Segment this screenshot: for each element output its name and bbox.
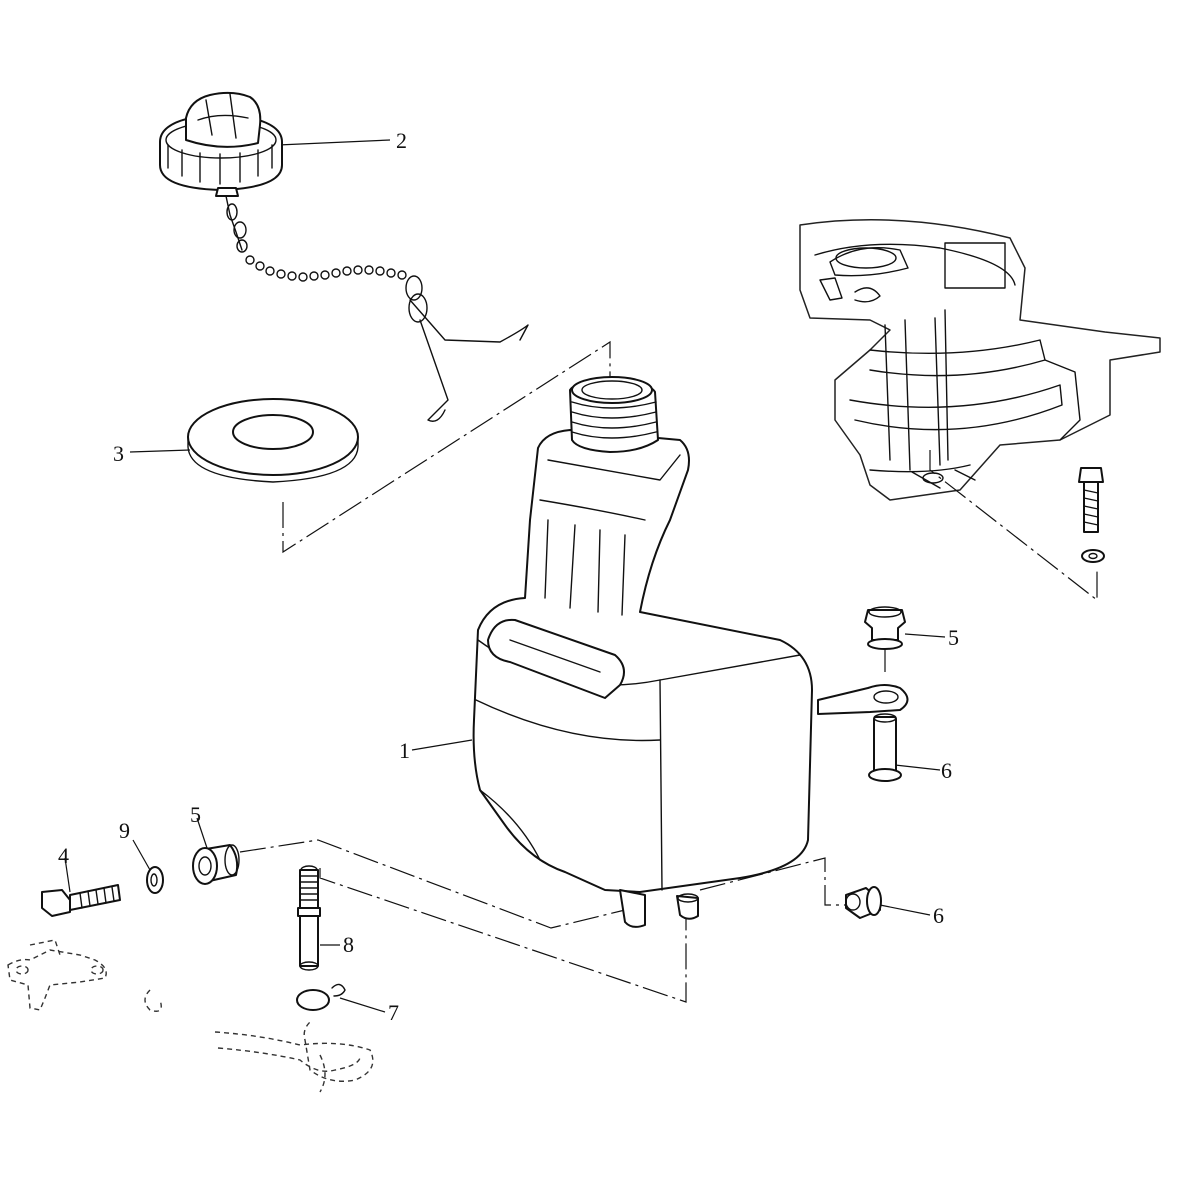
callout-4: 4 [58,843,69,868]
callout-5-left: 5 [190,802,201,827]
grommet-right [864,606,906,650]
leader-lines [64,139,946,1013]
callout-6-lower: 6 [933,903,944,928]
fuel-valve-ghost [7,939,162,1012]
callout-6-upper: 6 [941,758,952,783]
callout-7: 7 [388,1000,399,1025]
cap-gasket [187,398,359,483]
callout-9: 9 [119,818,130,843]
callout-5-right: 5 [948,625,959,650]
frame-background [799,219,1161,501]
tank-mounting-bracket [817,684,909,715]
fuel-tank [472,376,813,928]
washer [146,866,164,894]
hose-clamp [296,983,346,1011]
mounting-bolt [41,884,121,917]
callout-labels: 2 3 1 5 6 6 8 7 9 5 4 [58,128,959,1025]
collar-right-upper [868,713,902,782]
callout-3: 3 [113,441,124,466]
fuel-hose-ghost [214,1021,374,1093]
collar-right-lower [845,886,882,919]
callout-1: 1 [399,738,410,763]
fuel-filter [297,865,321,971]
grommet-left [192,844,240,885]
frame-mounting-bolt [1078,467,1105,563]
fuel-filler-cap [159,91,283,197]
callout-2: 2 [396,128,407,153]
tether-chain [225,195,529,422]
callout-8: 8 [343,932,354,957]
